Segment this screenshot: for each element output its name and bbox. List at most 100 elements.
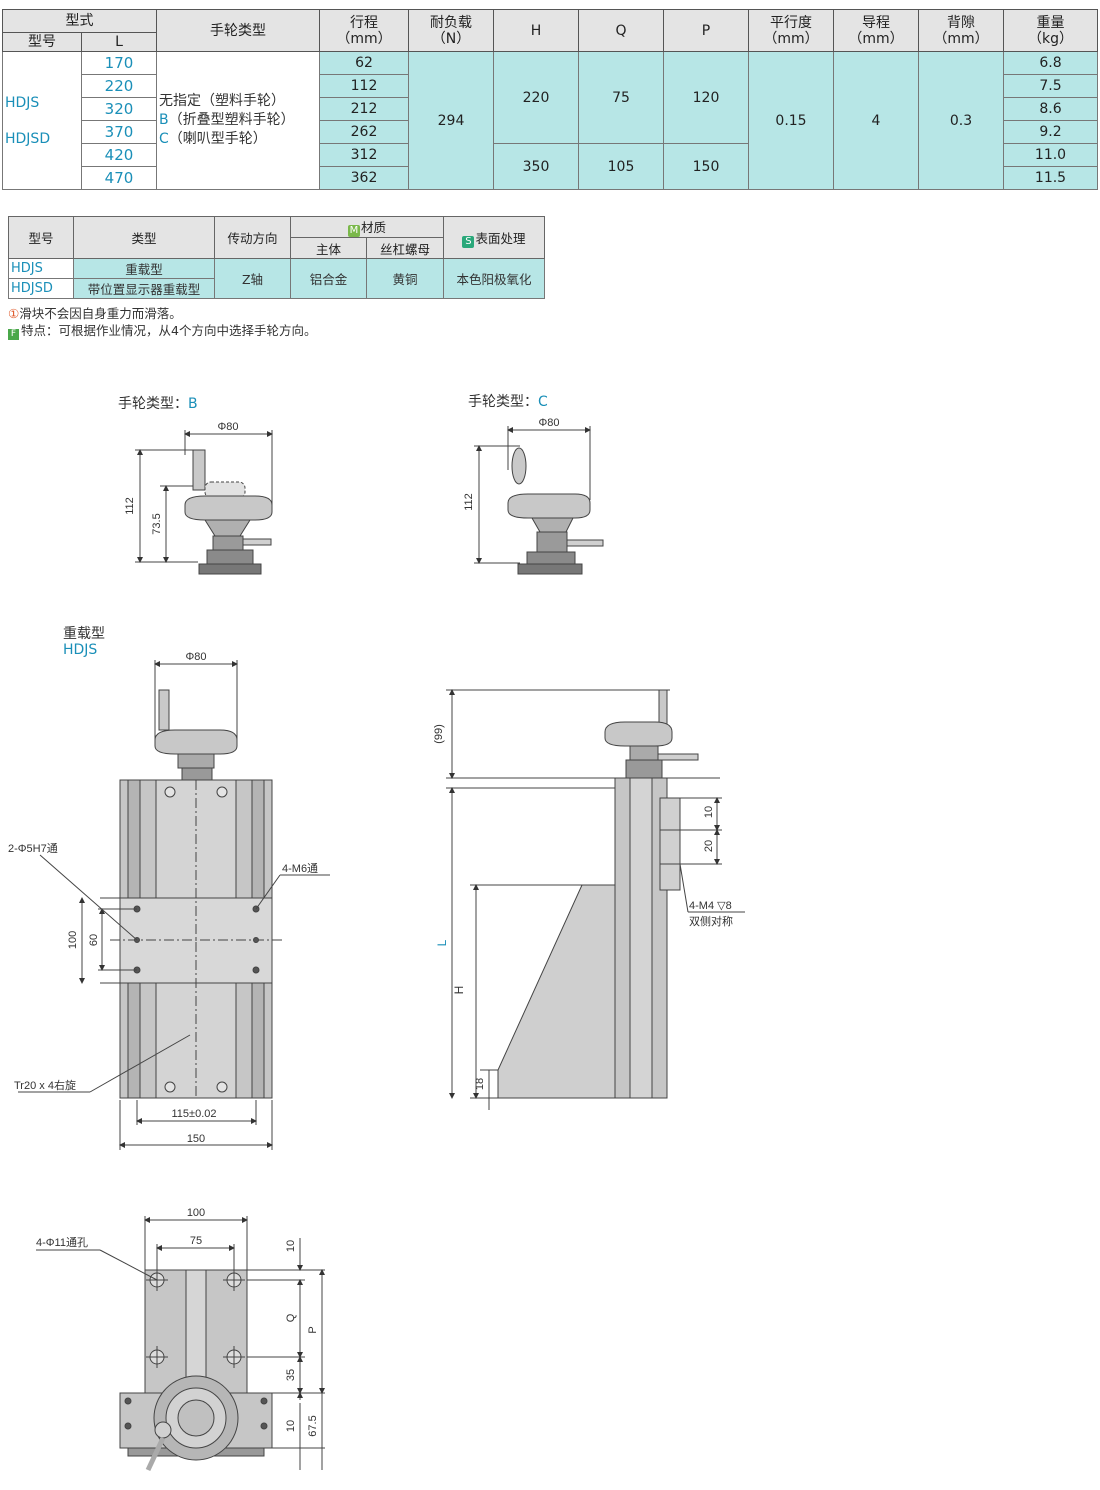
dim-l-side: L — [435, 939, 449, 946]
header-lead-unit: （mm） — [848, 30, 904, 47]
handwheel-c-label: （喇叭型手轮） — [168, 131, 267, 147]
dim-99: (99) — [433, 724, 445, 744]
h-cell-b: 350 — [493, 143, 579, 190]
p-cell-a: 120 — [663, 51, 749, 144]
header-q: Q — [578, 9, 664, 52]
heavy-type-label: 重载型 — [63, 626, 105, 642]
header-parallel-unit: （mm） — [763, 30, 819, 47]
weight-cell: 8.6 — [1003, 97, 1098, 121]
note-2-text: 特点：可根据作业情况，从4个方向中选择手轮方向。 — [21, 323, 317, 338]
dim-67-5: 67.5 — [307, 1415, 319, 1436]
dim-35: 35 — [285, 1369, 297, 1381]
dim-73-5-b: 73.5 — [151, 513, 163, 534]
dim-18: 18 — [474, 1078, 486, 1090]
note-1-text: 滑块不会因自身重力而滑落。 — [19, 306, 182, 321]
dim-h-side: H — [452, 986, 466, 995]
stroke-cell: 212 — [319, 97, 409, 121]
dim-75: 75 — [190, 1235, 202, 1247]
model-cell: HDJS HDJSD — [2, 51, 82, 190]
weight-cell: 11.0 — [1003, 143, 1098, 167]
model-hdjsd: HDJSD — [5, 130, 51, 147]
type-header-material-label: 材质 — [360, 220, 386, 235]
handwheel-type-b: B（折叠型塑料手轮） — [159, 111, 319, 130]
type-type-cell: 带位置显示器重载型 — [73, 278, 215, 299]
load-cell: 294 — [408, 51, 494, 190]
dim-phi80-c: Φ80 — [538, 417, 559, 429]
handwheel-b-label: （折叠型塑料手轮） — [168, 112, 295, 128]
feature-badge-icon: F — [8, 329, 19, 340]
dim-112-c: 112 — [463, 493, 475, 511]
l-cell: 170 — [81, 51, 157, 75]
type-header-model: 型号 — [8, 216, 74, 259]
weight-cell: 9.2 — [1003, 120, 1098, 144]
stroke-cell: 262 — [319, 120, 409, 144]
dim-150: 150 — [187, 1133, 205, 1145]
handwheel-c-key: C — [159, 131, 169, 147]
dim-hole-5: 2-Φ5H7通 — [8, 842, 58, 855]
handwheel-default-label: 无指定（塑料手轮） — [159, 93, 285, 109]
type-body-cell: 铝合金 — [290, 258, 367, 299]
type-header-nut: 丝杠螺母 — [366, 237, 444, 259]
spec-table: 型式 手轮类型 行程（mm） 耐负载（N） H Q P 平行度（mm） 导程（m… — [2, 9, 1098, 190]
dim-m4: 4-M4 ▽8 — [689, 900, 732, 912]
dim-phi11: 4-Φ11通孔 — [36, 1236, 88, 1249]
header-h: H — [493, 9, 579, 52]
l-cell: 370 — [81, 120, 157, 144]
dim-112-b: 112 — [124, 497, 136, 515]
handwheel-b-title-key: B — [188, 396, 198, 412]
header-backlash-label: 背隙 — [947, 14, 975, 31]
stroke-cell: 312 — [319, 143, 409, 167]
handwheel-b-title-label: 手轮类型： — [118, 396, 188, 412]
header-weight-unit: （kg） — [1028, 30, 1073, 47]
stroke-cell: 362 — [319, 166, 409, 190]
heavy-side-view — [446, 689, 745, 1110]
type-nut-cell: 黄铜 — [366, 258, 444, 299]
handwheel-b-title: 手轮类型：B — [118, 393, 198, 413]
dim-q-bottom: Q — [285, 1313, 297, 1322]
q-cell-b: 105 — [578, 143, 664, 190]
type-model-cell: HDJSD — [8, 278, 74, 299]
dim-10-side: 10 — [703, 806, 715, 818]
dim-m6: 4-M6通 — [282, 862, 318, 875]
l-cell: 420 — [81, 143, 157, 167]
header-parallel-label: 平行度 — [770, 14, 812, 31]
parallel-cell: 0.15 — [748, 51, 834, 190]
dim-phi80-front: Φ80 — [185, 651, 206, 663]
p-cell-b: 150 — [663, 143, 749, 190]
type-direction-cell: Z轴 — [214, 258, 291, 299]
handwheel-type-cell: 无指定（塑料手轮） B（折叠型塑料手轮） C（喇叭型手轮） — [156, 51, 320, 190]
handwheel-c-title: 手轮类型：C — [468, 391, 548, 411]
material-badge-icon: M — [347, 225, 360, 237]
dim-20-side: 20 — [703, 840, 715, 852]
handwheel-c-drawing — [474, 426, 604, 575]
header-load-unit: （N） — [431, 30, 471, 47]
h-cell-a: 220 — [493, 51, 579, 144]
handwheel-b-drawing — [135, 430, 273, 575]
heavy-bottom-view — [36, 1216, 325, 1472]
lead-cell: 4 — [833, 51, 919, 190]
type-surface-cell: 本色阳极氧化 — [443, 258, 545, 299]
dim-both-sides: 双侧对称 — [689, 914, 733, 928]
type-header-type: 类型 — [73, 216, 215, 259]
backlash-cell: 0.3 — [918, 51, 1004, 190]
weight-cell: 11.5 — [1003, 166, 1098, 190]
header-p: P — [663, 9, 749, 52]
header-stroke-unit: （mm） — [336, 30, 392, 47]
type-header-surface-label: 表面处理 — [475, 230, 526, 246]
l-cell: 320 — [81, 97, 157, 121]
heavy-front-view — [18, 660, 330, 1150]
l-cell: 470 — [81, 166, 157, 190]
dim-100-bottom: 100 — [187, 1207, 205, 1219]
stroke-cell: 112 — [319, 74, 409, 98]
dim-60: 60 — [88, 934, 100, 946]
dim-115: 115±0.02 — [172, 1108, 217, 1120]
handwheel-c-title-label: 手轮类型： — [468, 394, 538, 410]
dim-tr: Tr20 x 4右旋 — [14, 1078, 76, 1092]
surface-badge-icon: S — [462, 235, 475, 248]
header-form: 型式 — [2, 9, 157, 33]
header-model: 型号 — [2, 32, 82, 52]
header-weight: 重量（kg） — [1003, 9, 1098, 52]
